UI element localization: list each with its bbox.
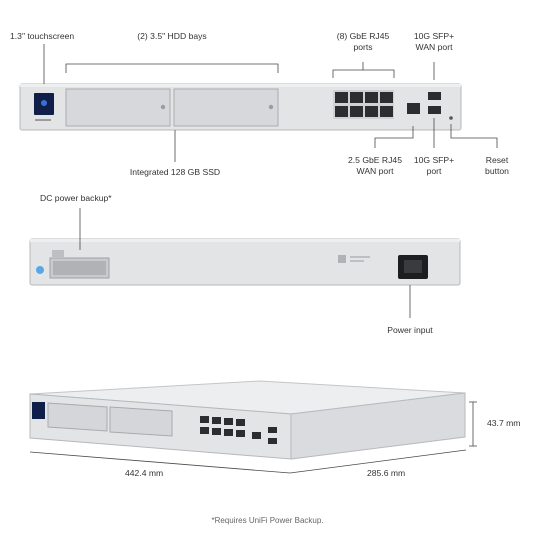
gbe-ports-label-line2: ports xyxy=(353,42,373,52)
sfp-wan-label-line2: WAN port xyxy=(415,42,453,52)
dimension-lines xyxy=(29,401,477,474)
sfp-port-label-line2: port xyxy=(426,166,442,176)
touchscreen-label: 1.3" touchscreen xyxy=(10,31,75,41)
power-input-label: Power input xyxy=(387,325,433,335)
sfp-port xyxy=(428,106,441,114)
reset-button-label: Reset button xyxy=(477,155,517,177)
sfp-port-label: 10G SFP+ port xyxy=(409,155,459,177)
perspective-view xyxy=(29,380,466,460)
reset-button xyxy=(449,116,453,120)
reset-button-label-line2: button xyxy=(485,166,509,176)
depth-dimension: 285.6 mm xyxy=(367,468,406,478)
sfp-wan-label: 10G SFP+ WAN port xyxy=(404,31,464,53)
wan-2-5g-label: 2.5 GbE RJ45 WAN port xyxy=(335,155,415,177)
hdd-bays-label: (2) 3.5" HDD bays xyxy=(137,31,207,41)
footnote: *Requires UniFi Power Backup. xyxy=(211,516,324,525)
front-panel xyxy=(19,83,462,131)
wan-2-5g-label-line1: 2.5 GbE RJ45 xyxy=(348,155,402,165)
rear-panel xyxy=(29,238,461,286)
wan-2-5g-label-line2: WAN port xyxy=(356,166,394,176)
reset-button-label-line1: Reset xyxy=(485,155,509,165)
height-dimension: 43.7 mm xyxy=(487,418,521,428)
gbe-ports-label-line1: (8) GbE RJ45 xyxy=(336,31,390,41)
sfp-port-label-line1: 10G SFP+ xyxy=(413,155,455,165)
ssd-label: Integrated 128 GB SSD xyxy=(129,167,221,177)
hdd-bay-1[interactable] xyxy=(65,88,171,127)
gbe-ports-label: (8) GbE RJ45 ports xyxy=(325,31,401,53)
width-dimension: 442.4 mm xyxy=(125,468,164,478)
front-callout-lines xyxy=(43,44,498,162)
gbe-ports xyxy=(333,90,394,119)
wan-2-5g-port xyxy=(407,103,420,114)
hdd-bay-2[interactable] xyxy=(173,88,279,127)
rear-callout-lines xyxy=(79,208,411,318)
dc-backup-label: DC power backup* xyxy=(40,193,112,203)
sfp-wan-port xyxy=(428,92,441,100)
sfp-wan-label-line1: 10G SFP+ xyxy=(413,31,455,41)
